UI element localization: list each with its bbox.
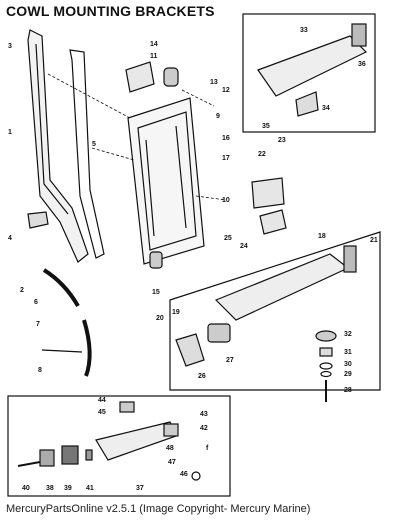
callout-2: 2 (20, 287, 24, 294)
callout-33: 33 (300, 27, 308, 34)
part-22 (251, 177, 285, 209)
callout-17: 17 (222, 155, 230, 162)
callout-25: 25 (224, 235, 232, 242)
part-44 (119, 401, 135, 413)
callout-5: 5 (92, 141, 96, 148)
part-27 (207, 323, 231, 343)
callout-37: 37 (136, 485, 144, 492)
callout-3: 3 (8, 43, 12, 50)
callout-19: 19 (172, 309, 180, 316)
callout-42: 42 (200, 425, 208, 432)
callout-35: 35 (262, 123, 270, 130)
callout-31: 31 (344, 349, 352, 356)
callout-48: 48 (166, 445, 174, 452)
callout-14: 14 (150, 41, 158, 48)
part-11 (125, 61, 155, 93)
callout-39: 39 (64, 485, 72, 492)
part-cowl-seal-inner (35, 43, 69, 215)
callout-8: 8 (38, 367, 42, 374)
callout-28: 28 (344, 387, 352, 394)
callout-18: 18 (318, 233, 326, 240)
callout-29: 29 (344, 371, 352, 378)
callout-38: 38 (46, 485, 54, 492)
callout-16: 16 (222, 135, 230, 142)
callout-12: 12 (222, 87, 230, 94)
part-19 (175, 333, 205, 367)
part-24 (259, 209, 287, 235)
part-hose-lower (82, 319, 92, 377)
callout-26: 26 (198, 373, 206, 380)
callout-10: 10 (222, 197, 230, 204)
callout-15: 15 (152, 289, 160, 296)
callout-34: 34 (322, 105, 330, 112)
part-46 (191, 471, 201, 481)
callout-6: 6 (34, 299, 38, 306)
part-seal-strip (69, 49, 105, 259)
diagram-title: COWL MOUNTING BRACKETS (6, 3, 215, 19)
callout-45: 45 (98, 409, 106, 416)
callout-4: 4 (8, 235, 12, 242)
callout-27: 27 (226, 357, 234, 364)
callout-f: f (206, 445, 209, 452)
part-39 (61, 445, 79, 465)
callout-32: 32 (344, 331, 352, 338)
part-rod (41, 349, 83, 353)
copyright-footer: MercuryPartsOnline v2.5.1 (Image Copyrig… (6, 503, 311, 515)
callout-44: 44 (98, 397, 106, 404)
part-41 (85, 449, 93, 461)
inset-box-upper-right (242, 13, 376, 133)
part-clip (27, 211, 49, 229)
callout-20: 20 (156, 315, 164, 322)
callout-30: 30 (344, 361, 352, 368)
callout-22: 22 (258, 151, 266, 158)
part-34 (295, 91, 319, 117)
part-15-lower (149, 251, 163, 269)
part-hose (42, 268, 80, 307)
callout-41: 41 (86, 485, 94, 492)
part-29 (320, 370, 332, 378)
part-40 (17, 461, 41, 467)
callout-47: 47 (168, 459, 176, 466)
callout-36: 36 (358, 61, 366, 68)
callout-21: 21 (370, 237, 378, 244)
callout-24: 24 (240, 243, 248, 250)
callout-13: 13 (210, 79, 218, 86)
part-38 (39, 449, 55, 467)
part-bracket-plate (127, 97, 205, 265)
inset-box-lower-left (7, 395, 231, 497)
callout-labels: 1234567891011121314151617181920212223242… (8, 27, 378, 492)
part-bracket-inner (137, 111, 197, 251)
part-cowl-seal (27, 29, 89, 263)
inset-box-middle-right (169, 231, 381, 391)
callout-23: 23 (278, 137, 286, 144)
part-30 (319, 362, 333, 370)
callout-7: 7 (36, 321, 40, 328)
callout-46: 46 (180, 471, 188, 478)
callout-9: 9 (216, 113, 220, 120)
callout-11: 11 (150, 53, 158, 60)
part-31 (319, 347, 333, 357)
part-15-upper (163, 67, 179, 87)
part-42 (163, 423, 179, 437)
part-21 (343, 245, 357, 273)
callout-43: 43 (200, 411, 208, 418)
part-33 (257, 35, 368, 97)
part-32 (315, 330, 337, 342)
part-36 (351, 23, 367, 47)
callout-40: 40 (22, 485, 30, 492)
callout-1: 1 (8, 129, 12, 136)
